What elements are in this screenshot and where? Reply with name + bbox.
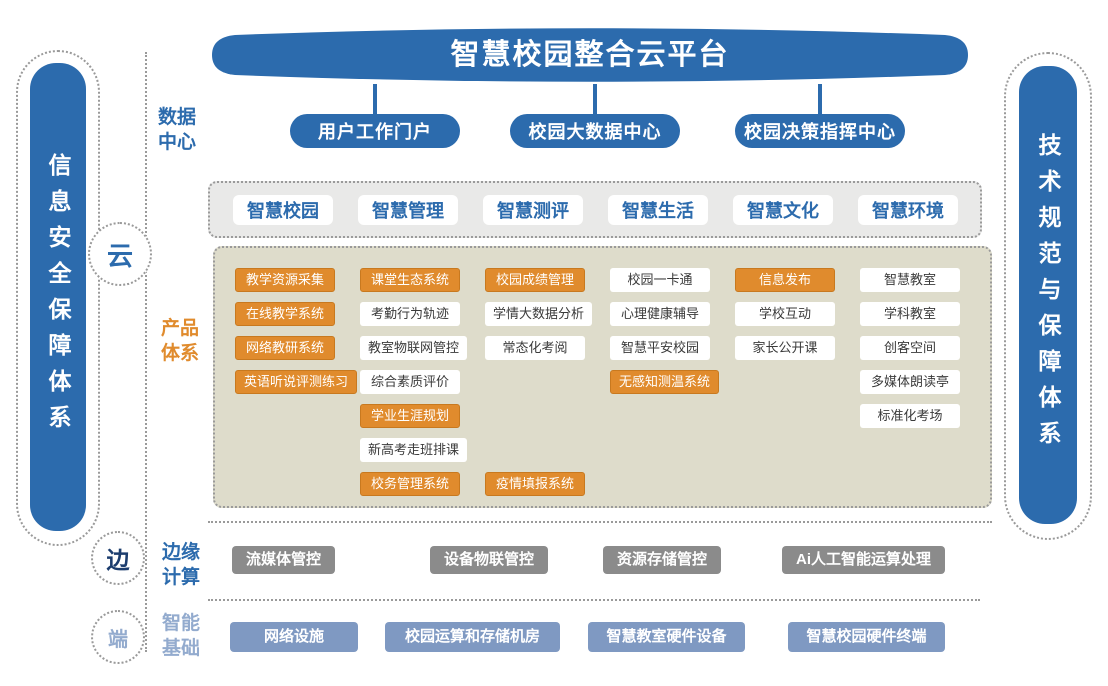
product-chip: 疫情填报系统 — [485, 472, 585, 496]
product-chip: 学科教室 — [860, 302, 960, 326]
product-chip: 智慧平安校园 — [610, 336, 710, 360]
product-chip: 网络教研系统 — [235, 336, 335, 360]
edge-service-box: Ai人工智能运算处理 — [782, 546, 946, 574]
product-chip: 校务管理系统 — [360, 472, 460, 496]
product-chip: 学业生涯规划 — [360, 404, 460, 428]
category-chip: 智慧校园 — [233, 195, 333, 225]
portal-group: 校园大数据中心 — [510, 84, 680, 148]
infrastructure-box: 网络设施 — [230, 622, 358, 652]
info-security-label: 信息安全保障体系 — [45, 153, 71, 441]
edge-service-box: 流媒体管控 — [232, 546, 336, 574]
product-chip: 信息发布 — [735, 268, 835, 292]
product-chip: 校园一卡通 — [610, 268, 710, 292]
edge-service-box: 资源存储管控 — [603, 546, 722, 574]
product-chip: 课堂生态系统 — [360, 268, 460, 292]
portal-group: 用户工作门户 — [290, 84, 460, 148]
edge-node-circle: 边 — [91, 531, 145, 585]
infrastructure-box: 智慧校园硬件终端 — [788, 622, 945, 652]
product-system-box: 教学资源采集 课堂生态系统 校园成绩管理 校园一卡通 信息发布 智慧教室在线教学系统 考勤行… — [213, 246, 992, 508]
product-chip: 标准化考场 — [860, 404, 960, 428]
product-chip: 学情大数据分析 — [485, 302, 593, 326]
portal-pill: 校园决策指挥中心 — [735, 114, 905, 148]
platform-title: 智慧校园整合云平台 — [450, 39, 730, 71]
product-chip: 考勤行为轨迹 — [360, 302, 460, 326]
connector-line — [373, 84, 377, 114]
category-chip: 智慧环境 — [858, 195, 958, 225]
connector-line — [818, 84, 822, 114]
category-strip: 智慧校园智慧管理智慧测评智慧生活智慧文化智慧环境 — [208, 181, 982, 238]
product-chip: 常态化考阅 — [485, 336, 585, 360]
info-security-outline: 信息安全保障体系 — [16, 50, 100, 546]
portal-label: 校园大数据中心 — [528, 122, 662, 142]
tech-standard-label: 技术规范与保障体系 — [1035, 133, 1061, 457]
connector-line — [593, 84, 597, 114]
product-chip: 家长公开课 — [735, 336, 835, 360]
product-chip: 教室物联网管控 — [360, 336, 468, 360]
category-chip: 智慧文化 — [733, 195, 833, 225]
product-chip: 学校互动 — [735, 302, 835, 326]
platform-banner-shape — [212, 28, 968, 82]
cloud-node-circle: 云 — [88, 222, 152, 286]
edge-service-box: 设备物联管控 — [430, 546, 549, 574]
data-center-layer-label: 数据中心 — [158, 107, 197, 153]
product-chip: 综合素质评价 — [360, 370, 460, 394]
infrastructure-layer-label: 智能基础 — [162, 613, 201, 659]
edge-row-top-divider — [208, 521, 992, 523]
category-chip: 智慧测评 — [483, 195, 583, 225]
product-chip: 多媒体朗读亭 — [860, 370, 960, 394]
portal-pill: 校园大数据中心 — [510, 114, 680, 148]
portal-label: 校园决策指挥中心 — [744, 122, 896, 142]
product-chip: 智慧教室 — [860, 268, 960, 292]
category-chip: 智慧生活 — [608, 195, 708, 225]
infrastructure-box: 校园运算和存储机房 — [385, 622, 560, 652]
portal-group: 校园决策指挥中心 — [735, 84, 905, 148]
product-layer-label: 产品体系 — [161, 318, 200, 364]
infrastructure-box: 智慧教室硬件设备 — [588, 622, 745, 652]
product-chip: 心理健康辅导 — [610, 302, 710, 326]
portal-label: 用户工作门户 — [318, 122, 432, 142]
tech-standard-bar: 技术规范与保障体系 — [1019, 66, 1077, 524]
product-chip: 创客空间 — [860, 336, 960, 360]
product-chip: 无感知测温系统 — [610, 370, 720, 394]
product-chip: 在线教学系统 — [235, 302, 335, 326]
product-chip: 教学资源采集 — [235, 268, 335, 292]
category-chip: 智慧管理 — [358, 195, 458, 225]
product-chip: 校园成绩管理 — [485, 268, 585, 292]
product-chip: 新高考走班排课 — [360, 438, 468, 462]
portal-pill: 用户工作门户 — [290, 114, 460, 148]
info-security-bar: 信息安全保障体系 — [30, 63, 86, 531]
edge-row-bottom-divider — [208, 599, 980, 601]
terminal-node-circle: 端 — [91, 610, 145, 664]
layer-axis-dotted-line — [145, 52, 147, 652]
product-chip: 英语听说评测练习 — [235, 370, 358, 394]
edge-computing-layer-label: 边缘计算 — [162, 542, 201, 588]
tech-standard-outline: 技术规范与保障体系 — [1004, 52, 1092, 540]
